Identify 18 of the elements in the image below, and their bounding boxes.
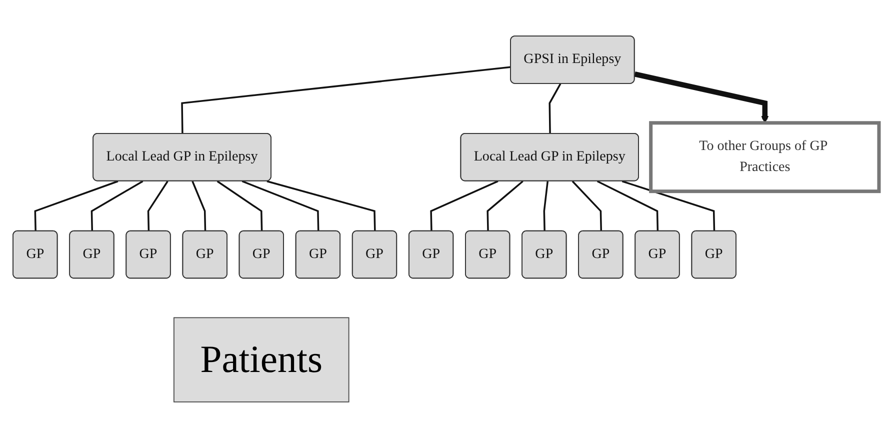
connector — [181, 66, 512, 134]
connector — [90, 180, 144, 231]
connector — [548, 82, 562, 134]
connector — [192, 180, 206, 231]
connector — [147, 180, 168, 231]
node-box: To other Groups of GP Practices — [649, 120, 881, 193]
connector — [242, 180, 320, 231]
connector — [543, 180, 549, 231]
connector — [622, 180, 716, 231]
connector — [216, 180, 263, 231]
connector — [266, 180, 376, 231]
connector — [430, 180, 498, 231]
connector — [572, 180, 602, 231]
arrow — [634, 71, 769, 123]
connector — [34, 180, 118, 231]
connector — [596, 180, 659, 231]
node-box: Patients — [174, 316, 350, 402]
connector — [486, 180, 524, 231]
